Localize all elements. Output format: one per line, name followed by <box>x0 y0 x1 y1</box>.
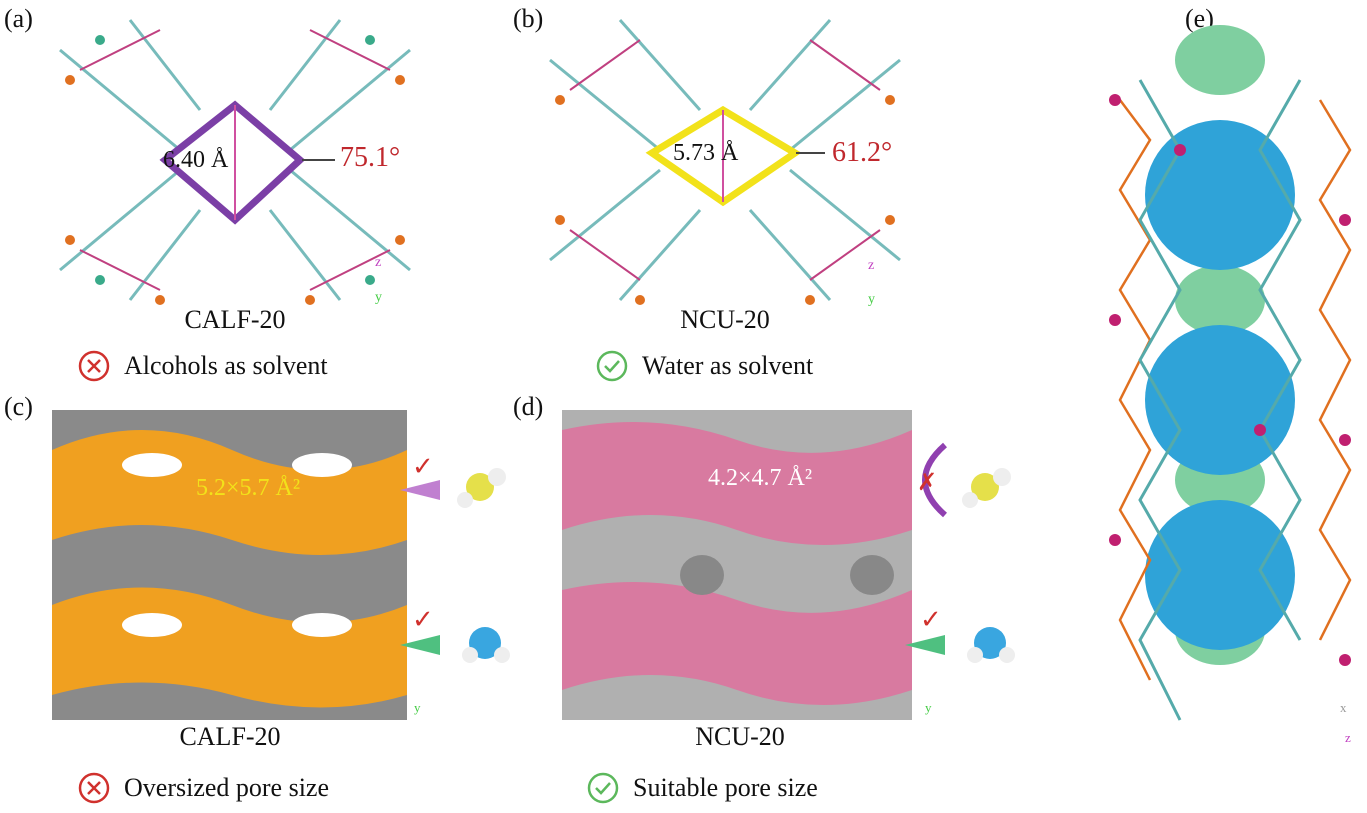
guest-molecules-c: ✓ ✓ <box>400 455 510 663</box>
svg-text:✓: ✓ <box>412 455 434 481</box>
green-arrow <box>400 635 440 655</box>
material-caption-d: NCU-20 <box>695 722 785 751</box>
channel-structure <box>1109 25 1352 721</box>
ncu20-framework-structure <box>549 19 901 305</box>
material-caption-a: CALF-20 <box>184 305 286 334</box>
water-molecule <box>974 627 1006 659</box>
green-arrow <box>905 635 945 655</box>
check-circle-icon <box>596 350 628 382</box>
panel-c-label: (c) <box>4 392 33 421</box>
angle-label-b: 61.2° <box>832 137 893 168</box>
pore-size-d: 4.2×4.7 Å² <box>708 465 813 491</box>
verdict-text-c: Oversized pore size <box>124 773 330 802</box>
calf20-pore-surface <box>52 410 407 720</box>
blocked-arrow <box>922 442 948 518</box>
axis-y-c: y <box>414 700 421 715</box>
pore-size-c: 5.2×5.7 Å² <box>196 475 301 501</box>
ncu20-pore-surface <box>562 410 912 720</box>
axis-y-d: y <box>925 700 932 715</box>
alcohol-molecule <box>466 473 494 501</box>
axis-y-b: y <box>868 292 875 307</box>
material-caption-c: CALF-20 <box>179 722 281 751</box>
axis-x-e: x <box>1340 700 1347 715</box>
svg-text:✗: ✗ <box>917 470 937 496</box>
water-molecule <box>469 627 501 659</box>
axis-z-b: z <box>868 258 875 273</box>
svg-text:✓: ✓ <box>412 605 434 634</box>
verdict-c: Oversized pore size <box>78 772 329 804</box>
material-caption-b: NCU-20 <box>680 305 770 334</box>
svg-text:✓: ✓ <box>920 605 942 634</box>
verdict-d: Suitable pore size <box>587 772 818 804</box>
calf20-framework-structure <box>59 19 411 305</box>
cross-circle-icon <box>78 772 110 804</box>
verdict-text-d: Suitable pore size <box>633 773 818 802</box>
verdict-text-a: Alcohols as solvent <box>124 351 328 380</box>
panel-b-label: (b) <box>513 4 544 33</box>
alcohol-molecule <box>971 473 999 501</box>
angle-label-a: 75.1° <box>340 142 401 173</box>
verdict-b: Water as solvent <box>596 350 813 382</box>
distance-label-a: 6.40 Å <box>163 147 229 173</box>
panel-d-label: (d) <box>513 392 544 421</box>
verdict-text-b: Water as solvent <box>642 351 814 380</box>
purple-arrow <box>400 480 440 500</box>
guest-molecules-d: ✗ ✓ <box>905 442 1015 663</box>
axis-y-a: y <box>375 290 382 305</box>
axis-z-e: z <box>1345 730 1351 745</box>
verdict-a: Alcohols as solvent <box>78 350 328 382</box>
distance-label-b: 5.73 Å <box>673 140 739 166</box>
axis-z-a: z <box>375 255 382 270</box>
check-circle-icon <box>587 772 619 804</box>
panel-a-label: (a) <box>4 4 33 33</box>
cross-circle-icon <box>78 350 110 382</box>
